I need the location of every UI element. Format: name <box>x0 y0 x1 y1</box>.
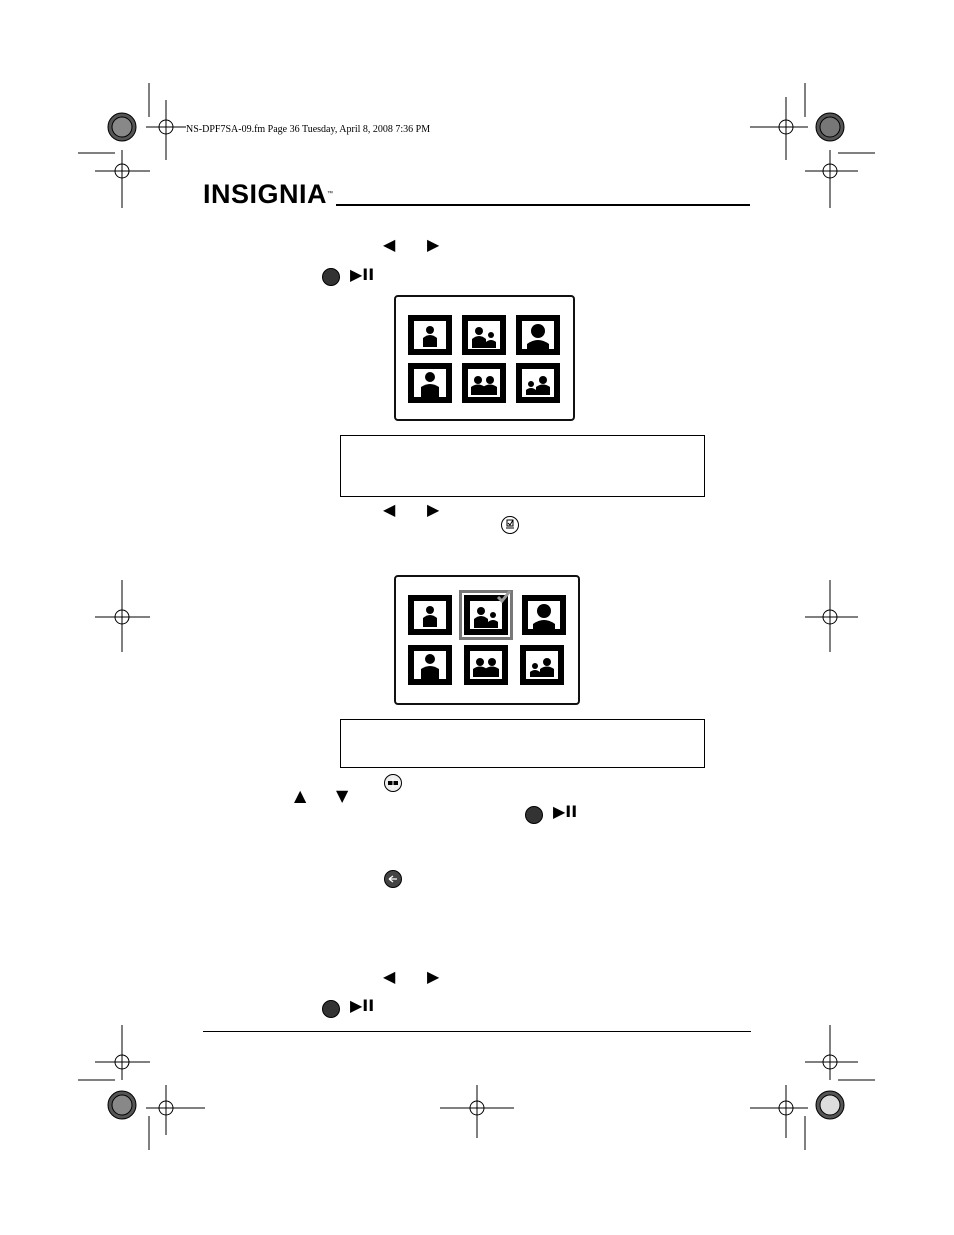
thumbnail <box>408 315 452 355</box>
thumbnail <box>464 645 508 685</box>
person-icon <box>423 326 437 347</box>
note-box <box>340 719 705 768</box>
person-icon <box>423 606 437 627</box>
thumbnail <box>408 645 452 685</box>
logo-text: INSIGNIA <box>203 179 328 209</box>
checkmark-select-icon <box>501 516 519 534</box>
right-arrow-icon: ▶ <box>427 235 440 254</box>
thumbnail <box>522 595 566 635</box>
people-icon <box>526 376 550 395</box>
play-pause-icon: ▶II <box>553 802 578 821</box>
footer-rule <box>203 1031 751 1032</box>
right-arrow-icon: ▶ <box>427 967 440 986</box>
play-pause-icon: ▶II <box>350 996 375 1015</box>
people-icon <box>472 327 496 348</box>
menu-icon <box>384 774 402 792</box>
header-rule <box>336 204 750 206</box>
people-icon <box>473 658 499 677</box>
trademark-symbol: ™ <box>327 191 334 197</box>
up-arrow-icon: ▲ <box>294 786 307 805</box>
people-icon <box>471 376 497 395</box>
crosshair-tl1 <box>146 100 186 160</box>
thumbnail-screen-2 <box>394 575 580 705</box>
down-arrow-icon: ▼ <box>336 786 349 805</box>
thumbnail-selected <box>459 590 513 640</box>
thumbnail <box>516 315 560 355</box>
thumbnail-screen-1 <box>394 295 575 421</box>
thumbnail <box>408 363 452 403</box>
enter-button-icon <box>525 806 543 824</box>
person-icon <box>527 324 549 349</box>
play-pause-icon: ▶II <box>350 265 375 284</box>
thumbnail <box>462 363 506 403</box>
thumbnail <box>516 363 560 403</box>
thumbnail <box>408 595 452 635</box>
left-arrow-icon: ◀ <box>383 235 396 254</box>
file-info-header: NS-DPF7SA-09.fm Page 36 Tuesday, April 8… <box>186 124 431 135</box>
thumbnail <box>462 315 506 355</box>
right-arrow-icon: ▶ <box>427 500 440 519</box>
note-box <box>340 435 705 497</box>
people-icon <box>474 607 498 628</box>
people-icon <box>530 658 554 677</box>
left-arrow-icon: ◀ <box>383 967 396 986</box>
insignia-logo: INSIGNIA™ <box>203 181 334 208</box>
left-arrow-icon: ◀ <box>383 500 396 519</box>
enter-button-icon <box>322 1000 340 1018</box>
back-icon <box>384 870 402 888</box>
person-icon <box>533 604 555 629</box>
person-icon <box>421 654 439 679</box>
enter-button-icon <box>322 268 340 286</box>
thumbnail <box>520 645 564 685</box>
person-icon <box>421 372 439 397</box>
checkmark-icon <box>496 590 512 604</box>
